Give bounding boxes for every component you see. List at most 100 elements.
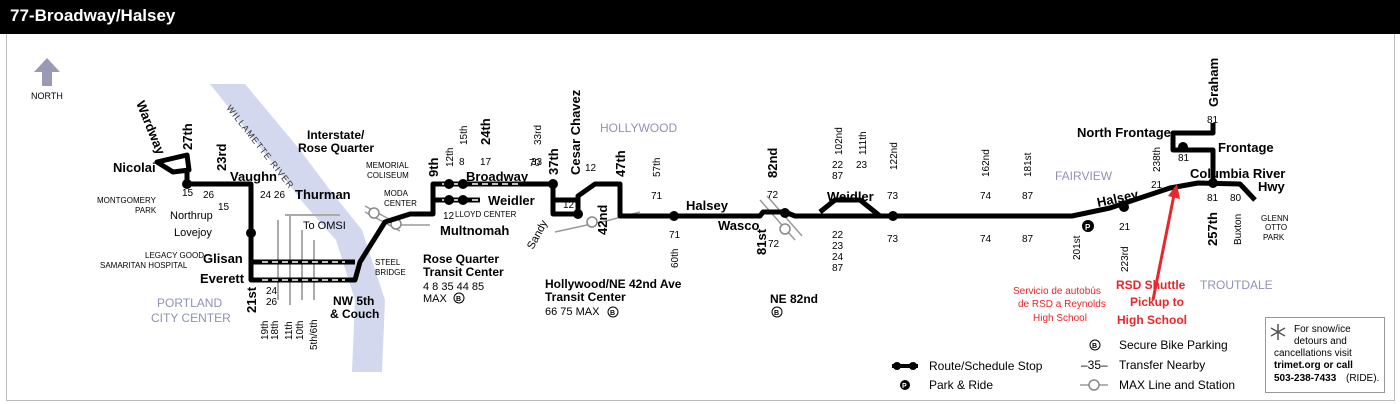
street-columbia-river: Columbia River xyxy=(1190,166,1285,181)
shuttle-es-2: de RSD a Reynolds xyxy=(1018,299,1106,310)
street-111th: 111th xyxy=(858,131,869,155)
transfer-73b: 73 xyxy=(887,234,899,245)
street-lovejoy: Lovejoy xyxy=(174,227,212,239)
place-interstate: Interstate/ xyxy=(307,128,365,142)
place-rose-quarter-station: Rose Quarter xyxy=(298,141,374,155)
street-181st: 181st xyxy=(1023,152,1034,177)
transfer-12: 12 xyxy=(443,211,455,222)
street-122nd: 122nd xyxy=(889,142,900,170)
snow-l1: For snow/ice xyxy=(1294,324,1351,335)
snow-notice: For snow/ice detours and cancellations v… xyxy=(1265,317,1385,393)
svg-text:P: P xyxy=(1085,223,1091,232)
street-graham: Graham xyxy=(1206,58,1221,107)
street-hwy: Hwy xyxy=(1258,179,1286,194)
street-frontage: Frontage xyxy=(1218,140,1274,155)
transfer-24: 24 xyxy=(266,286,278,297)
route-stops xyxy=(182,142,1218,238)
street-weidler: Weidler xyxy=(488,193,535,208)
street-27th: 27th xyxy=(180,123,195,150)
place-park: PARK xyxy=(1263,233,1285,242)
street-wardway: Wardway xyxy=(133,99,168,158)
transfer-74: 74 xyxy=(980,191,992,202)
bike-icon: B xyxy=(453,292,465,304)
street-nicolai: Nicolai xyxy=(113,160,156,175)
snowflake-icon xyxy=(1270,324,1286,340)
transfer-33: 33 xyxy=(531,157,543,168)
transfer-15b: 15 xyxy=(218,202,230,213)
transfer-21b: 21 xyxy=(1151,180,1163,191)
place-steel: STEEL xyxy=(375,258,401,267)
transfer-23b: 23 xyxy=(832,241,844,252)
street-19th: 19th xyxy=(260,321,271,340)
willamette-river xyxy=(210,84,385,372)
transfer-81b: 81 xyxy=(1178,153,1190,164)
street-24th: 24th xyxy=(478,118,493,145)
transfer-26: 26 xyxy=(266,297,278,308)
area-city-center: CITY CENTER xyxy=(151,311,231,325)
street-102nd: 102nd xyxy=(834,127,845,155)
legend-max: MAX Line and Station xyxy=(1119,378,1235,392)
transfer-80: 80 xyxy=(1230,193,1242,204)
north-label: NORTH xyxy=(31,91,63,101)
street-33rd: 33rd xyxy=(533,125,544,145)
street-60th: 60th xyxy=(670,249,681,268)
place-multnomah: Multnomah xyxy=(440,223,509,238)
area-hollywood: HOLLYWOOD xyxy=(600,121,677,135)
street-23rd: 23rd xyxy=(214,143,229,171)
area-fairview: FAIRVIEW xyxy=(1055,169,1113,183)
place-legacy-hospital: SAMARITAN HOSPITAL xyxy=(100,261,188,270)
place-montgomery-park: PARK xyxy=(135,206,157,215)
transfer-23: 23 xyxy=(856,160,868,171)
street-257th: 257th xyxy=(1205,212,1220,246)
transfer-22b: 22 xyxy=(832,230,844,241)
bike-icon: B xyxy=(607,306,619,318)
street-buxton: Buxton xyxy=(1233,214,1244,245)
transfer-81: 81 xyxy=(1207,115,1219,126)
street-42nd: 42nd xyxy=(595,205,610,235)
place-ne82nd: NE 82nd xyxy=(770,292,818,306)
place-hollywood-lines: 66 75 MAX xyxy=(545,306,600,318)
street-82nd: 82nd xyxy=(765,148,780,178)
max-station-interstate xyxy=(368,207,380,219)
svg-text:B: B xyxy=(456,296,461,303)
transfer-71b: 71 xyxy=(669,230,681,241)
place-otto: OTTO xyxy=(1265,223,1287,232)
map-frame xyxy=(6,34,1395,401)
place-hollywood-tc: Hollywood/NE 42nd Ave xyxy=(545,277,682,291)
max-station-hollywood xyxy=(586,216,598,228)
legend-bike-icon xyxy=(1089,339,1101,351)
park-ride-icon xyxy=(1082,220,1094,232)
transfer-12b: 12 xyxy=(563,200,575,211)
place-to-omsi: To OMSI xyxy=(303,220,346,232)
transfer-72b: 72 xyxy=(768,239,780,250)
street-broadway: Broadway xyxy=(466,169,529,184)
legend: Route/Schedule Stop P Park & Ride B Secu… xyxy=(892,338,1235,392)
legend-park-ride-icon xyxy=(900,380,910,390)
street-northrup: Northrup xyxy=(170,210,213,222)
street-12th: 12th xyxy=(445,148,456,167)
place-hollywood-transit-center: Transit Center xyxy=(545,290,626,304)
street-sandy: Sandy xyxy=(525,218,550,252)
max-station-82nd xyxy=(779,223,791,235)
north-arrow-icon xyxy=(34,58,60,86)
place-memorial: MEMORIAL xyxy=(366,161,409,170)
transfer-26a: 26 xyxy=(203,190,215,201)
transfer-17: 17 xyxy=(480,157,492,168)
street-21st: 21st xyxy=(244,286,259,313)
street-162nd: 162nd xyxy=(981,149,992,177)
place-steel-bridge: BRIDGE xyxy=(375,268,406,277)
street-11th: 11th xyxy=(284,321,295,340)
transfer-87: 87 xyxy=(832,171,844,182)
street-15th: 15th xyxy=(459,126,470,145)
place-moda-center: CENTER xyxy=(384,199,417,208)
place-montgomery: MONTGOMERY xyxy=(97,196,157,205)
street-everett: Everett xyxy=(200,271,245,286)
street-5th6th: 5th/6th xyxy=(309,319,320,350)
street-wasco: Wasco xyxy=(718,218,759,233)
snow-l5: 503-238-7433 xyxy=(1274,373,1337,384)
street-57th: 57th xyxy=(652,158,663,177)
street-thurman: Thurman xyxy=(295,187,351,202)
shuttle-es-3: High School xyxy=(1033,313,1087,324)
transfer-70: 70 xyxy=(529,158,541,169)
